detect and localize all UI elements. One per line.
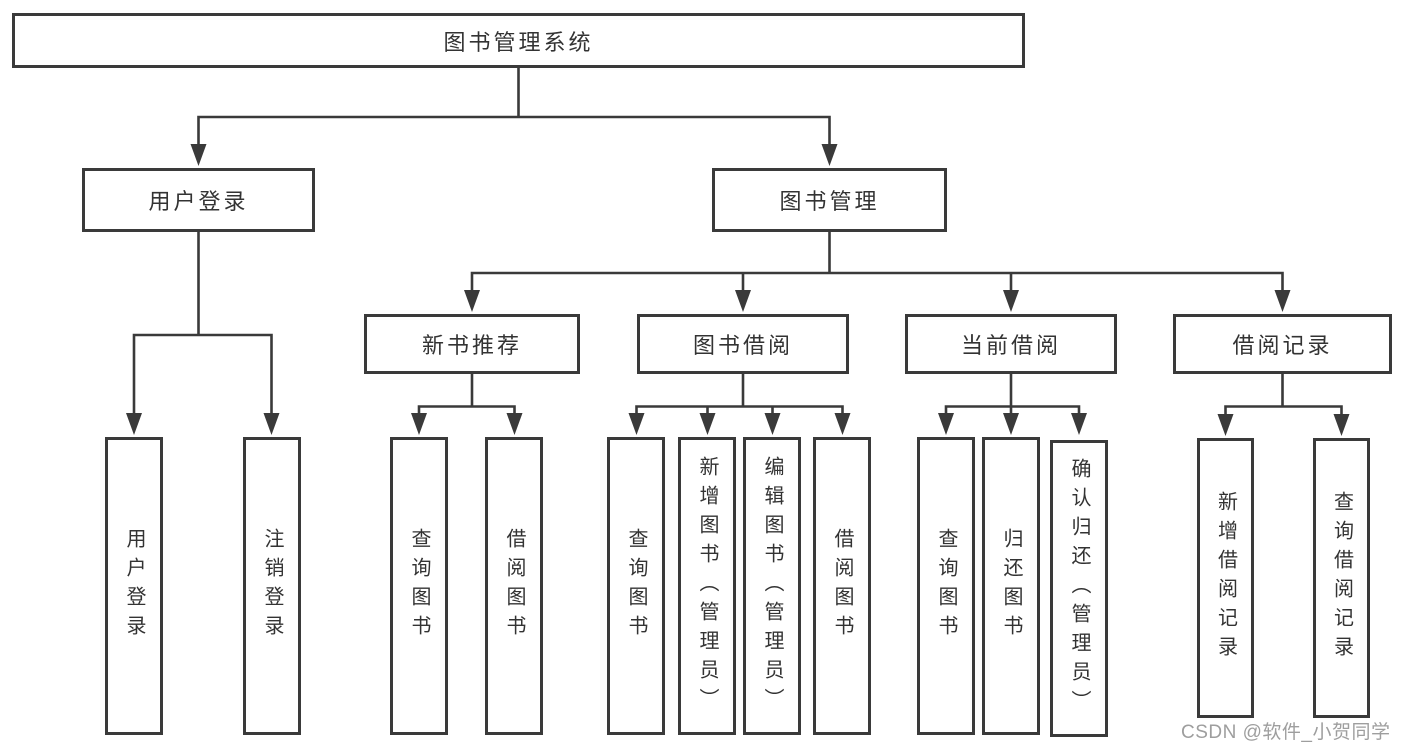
connector-new-book-children <box>411 374 523 435</box>
node-user-login: 用户登录 <box>82 168 315 232</box>
leaf-logout: 注销登录 <box>243 437 301 735</box>
csdn-watermark: CSDN @软件_小贺同学 <box>1181 722 1391 743</box>
node-current-borrow: 当前借阅 <box>905 314 1117 374</box>
node-library-management-system: 图书管理系统 <box>12 13 1025 68</box>
connector-borrow-records-children <box>1217 374 1350 436</box>
leaf-return-book: 归还图书 <box>982 437 1040 735</box>
leaf-add-book-admin: 新增图书（管理员） <box>678 437 736 735</box>
node-borrow-records: 借阅记录 <box>1173 314 1392 374</box>
node-book-management: 图书管理 <box>712 168 947 232</box>
leaf-borrow-books: 借阅图书 <box>813 437 871 735</box>
leaf-confirm-return-admin: 确认归还（管理员） <box>1050 440 1108 737</box>
connector-user-login-children <box>126 232 280 435</box>
leaf-add-borrow-record: 新增借阅记录 <box>1197 438 1254 718</box>
leaf-query-books-current: 查询图书 <box>917 437 975 735</box>
connector-book-borrow-children <box>628 374 851 435</box>
node-book-borrow: 图书借阅 <box>637 314 849 374</box>
leaf-borrow-books-recommend: 借阅图书 <box>485 437 543 735</box>
node-new-book-recommend: 新书推荐 <box>364 314 580 374</box>
leaf-query-books-borrow: 查询图书 <box>607 437 665 735</box>
leaf-user-login: 用户登录 <box>105 437 163 735</box>
leaf-query-borrow-record: 查询借阅记录 <box>1313 438 1370 718</box>
leaf-edit-book-admin: 编辑图书（管理员） <box>743 437 801 735</box>
connector-book-management-to-level3 <box>464 232 1291 312</box>
connector-current-borrow-children <box>938 374 1087 435</box>
leaf-query-books-recommend: 查询图书 <box>390 437 448 735</box>
connector-root-to-level2 <box>190 68 838 166</box>
